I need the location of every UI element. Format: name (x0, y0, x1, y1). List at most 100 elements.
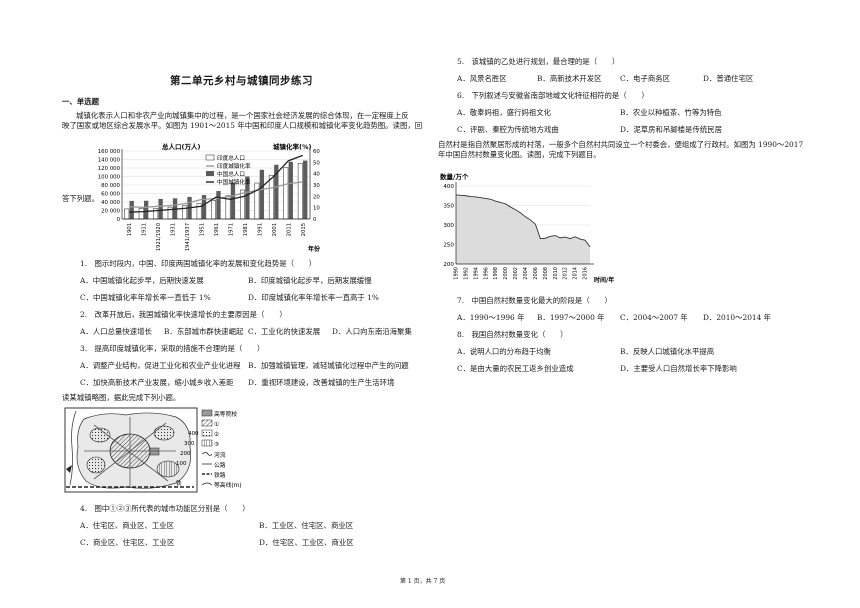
legend-river: 河流 (214, 451, 226, 459)
q6-option-a: A．敬奉妈祖，盛行妈祖文化 (457, 108, 552, 117)
bar-china-population (158, 198, 163, 219)
contour-label: 300 (184, 441, 195, 447)
x-tick-label: 1994 (473, 267, 479, 280)
legend-india-rate: 印度城镇化率 (217, 162, 251, 170)
y-tick-label: 20 000 (101, 209, 120, 215)
question-7: 7. 中国自然村数量变化最大的阶段是（ ） (457, 296, 612, 305)
china-rate-line (129, 154, 303, 213)
x-tick-label: 2012 (563, 267, 569, 280)
q2-option-c: C．工业化的快速发展 (248, 327, 321, 336)
y-tick-label: 100 000 (98, 175, 121, 181)
y-tick-label: 60 000 (101, 192, 120, 198)
legend-road: 公路 (214, 461, 226, 469)
intro-paragraph-3: 自然村是指自然聚居形成的村落，一般多个自然村共同设立一个村委会，便组成了行政村。… (438, 140, 818, 160)
x-tick-label: 1931 (171, 223, 177, 236)
legend-china-pop: 中国总人口 (217, 170, 245, 178)
y-axis-title: 数量/万个 (440, 172, 469, 181)
q4-option-d: D．住宅区、工业区、商业区 (259, 538, 354, 547)
bar-india-population (124, 208, 130, 220)
x-tick-label: 1921/1920 (156, 223, 162, 251)
map-label: 铁 (176, 479, 182, 487)
x-tick-label: 1901 (127, 223, 133, 236)
bar-china-population (216, 190, 221, 219)
x-tick-label: 2011 (286, 223, 292, 236)
intro-line: 年中国自然村数量变化图。读图，完成下列题目。 (438, 149, 601, 159)
y-tick-label: 400 (443, 184, 454, 190)
right-axis-title: 城镇化率(%) (273, 142, 311, 151)
q6-option-b: B．农业以种植茶、竹等为特色 (620, 108, 722, 117)
intro-line: 自然村是指自然聚居形成的村落，一般多个自然村共同设立一个村委会，便组成了行政村。… (438, 140, 804, 149)
x-axis-title: 年份 (308, 245, 321, 253)
legend-zone-2: ② (214, 431, 219, 438)
x-axis-title: 时间/年 (594, 276, 614, 284)
x-tick-label: 2016 (583, 267, 589, 280)
q3-option-a: A．调整产业结构，促进工业化和农业产业化进程 (80, 361, 241, 370)
question-6: 6. 下列叙述与安徽省南部地域文化特征相符的是（ ） (457, 91, 649, 100)
x-tick-label: 1990 (454, 267, 460, 280)
q4-option-c: C．商业区、住宅区、工业区 (80, 538, 175, 547)
q7-option-b: B．1997～2000 年 (537, 313, 605, 322)
legend-india-pop: 印度总人口 (217, 154, 245, 162)
question-8: 8. 我国自然村数量变化（ ） (457, 330, 568, 339)
question-3: 3. 提高印度城镇化率，采取的措施不合理的是（ ） (80, 344, 265, 353)
y-tick-label: 160 000 (98, 149, 121, 155)
chart-legend: 印度总人口 印度城镇化率 中国总人口 中国城镇化率 (205, 154, 251, 186)
q5-option-c: C．电子商务区 (620, 74, 670, 83)
y2-tick-label: 40 (313, 172, 320, 178)
zone-2-icon (153, 425, 175, 441)
x-tick-label: 2008 (543, 267, 549, 280)
north-arrow-icon (66, 465, 72, 473)
x-tick-label: 1991 (257, 223, 263, 236)
bar-china-population (245, 176, 250, 219)
x-tick-label: 2015 (301, 223, 307, 236)
q4-option-a: A．住宅区、商业区、工业区 (80, 521, 175, 530)
q2-option-b: B．东部城市群快速崛起 (164, 327, 244, 336)
bar-india-population (283, 167, 289, 220)
y2-tick-label: 10 (313, 206, 320, 212)
question-4: 4. 图中①②③所代表的城市功能区分别是（ ） (80, 504, 250, 513)
q5-option-b: B．高新技术开发区 (537, 74, 602, 83)
bar-china-population (274, 164, 279, 219)
legend-university: 高等院校 (214, 410, 237, 418)
bar-india-population (211, 200, 217, 220)
x-tick-label: 2010 (553, 267, 559, 280)
q4-option-b: B．工业区、住宅区、商业区 (259, 521, 354, 530)
bar-india-population (138, 207, 144, 220)
q6-option-c: C．评剧、秦腔为传统地方戏曲 (457, 125, 559, 134)
q5-option-a: A．风景名胜区 (457, 74, 507, 83)
y-tick-label: 140 000 (98, 158, 121, 164)
x-tick-label: 2004 (523, 267, 529, 280)
x-tick-label: 1998 (493, 267, 499, 280)
x-tick-label: 2014 (573, 267, 579, 280)
bar-china-population (288, 161, 293, 219)
bar-china-population (259, 169, 265, 219)
y-tick-label: 300 (443, 223, 454, 229)
bar-china-population (230, 182, 236, 219)
question-1: 1. 图示时段内，中国、印度两国城镇化率的发展和变化趋势是（ ） (80, 259, 317, 268)
bar-china-population (303, 160, 308, 219)
q6-option-d: D．泥草房和吊脚楼是传统民居 (620, 125, 723, 134)
x-tick-label: 1996 (483, 267, 489, 280)
q8-option-b: B．反映人口城镇化水平提高 (620, 347, 715, 356)
zone-3-icon (156, 460, 180, 478)
bar-china-population (129, 200, 134, 219)
x-tick-label: 1951 (200, 223, 206, 236)
legend-contour: 等高线(m) (214, 481, 242, 489)
intro-tail: 答下列题。 (62, 194, 99, 203)
y-tick-label: 40 000 (101, 200, 120, 206)
intro-line: 城镇化表示人口和非农产业向城镇集中的过程，是一个国家社会经济发展的综合体现，在一… (76, 111, 409, 120)
q5-option-d: D．普通住宅区 (703, 74, 754, 83)
road-network (84, 417, 176, 487)
town-sketch-map: 400 300 200 100 铁 高等院校 ① ② ③ 河流 公路 铁路 等高… (64, 407, 242, 493)
x-tick-label: 1961 (214, 223, 220, 236)
university-icon (149, 447, 160, 456)
x-tick-label: 2002 (513, 267, 519, 280)
y2-tick-label: 30 (313, 183, 320, 189)
question-2: 2. 改革开放后，我国城镇化率快速增长的主要原因是（ ） (80, 310, 287, 319)
intro-paragraph-1: 城镇化表示人口和非农产业向城镇集中的过程，是一个国家社会经济发展的综合体现，在一… (62, 111, 437, 131)
zone-2-icon (89, 427, 111, 443)
q3-option-c: C．加快高新技术产业发展，缩小城乡收入差距 (80, 378, 234, 387)
y2-tick-label: 0 (313, 217, 317, 223)
